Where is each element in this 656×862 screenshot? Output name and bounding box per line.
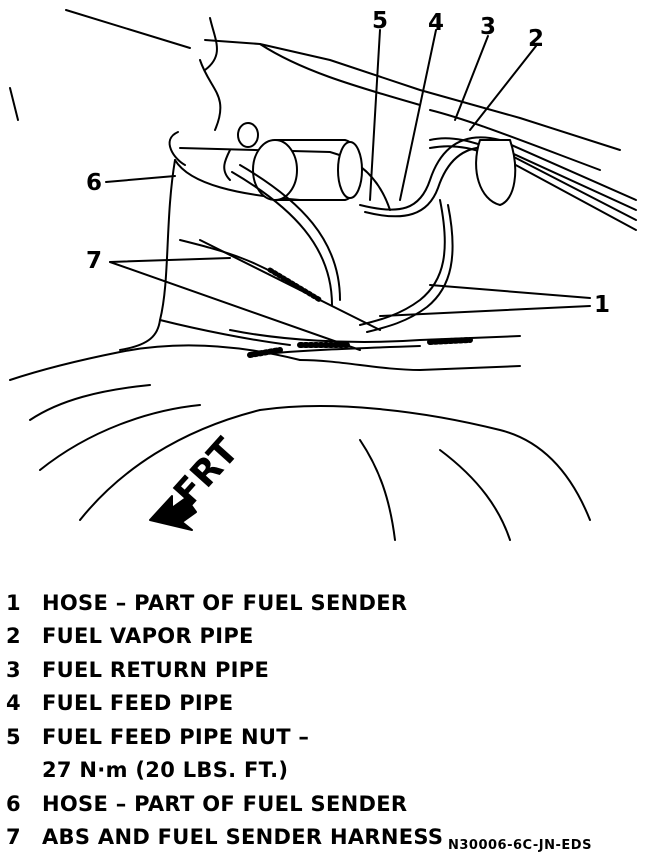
- legend-item: 5 FUEL FEED PIPE NUT –: [6, 720, 646, 754]
- callout-1: 1: [594, 292, 610, 318]
- legend-number: 6: [6, 791, 21, 816]
- legend-item: 1 HOSE – PART OF FUEL SENDER: [6, 586, 646, 620]
- legend-item: 7 ABS AND FUEL SENDER HARNESS: [6, 821, 646, 855]
- legend-item: 27 N·m (20 LBS. FT.): [6, 754, 646, 788]
- legend-text: FUEL FEED PIPE NUT –: [42, 724, 310, 749]
- callout-2: 2: [528, 26, 544, 52]
- legend-text: FUEL VAPOR PIPE: [42, 624, 254, 649]
- callout-7: 7: [86, 248, 102, 274]
- frame-outline: [9, 9, 621, 171]
- harness: [199, 239, 521, 358]
- legend-number: 3: [6, 657, 21, 682]
- direction-label: FRT: [166, 430, 247, 514]
- legend-text: FUEL FEED PIPE: [42, 691, 234, 716]
- callout-6: 6: [86, 170, 102, 196]
- legend-item: 3 FUEL RETURN PIPE: [6, 653, 646, 687]
- legend-number: 1: [6, 590, 21, 615]
- legend-item: 4 FUEL FEED PIPE: [6, 687, 646, 721]
- legend-number: 7: [6, 825, 21, 850]
- legend-text: 27 N·m (20 LBS. FT.): [42, 758, 289, 783]
- legend-item: 2 FUEL VAPOR PIPE: [6, 620, 646, 654]
- legend-text: ABS AND FUEL SENDER HARNESS: [42, 825, 444, 850]
- legend-text: FUEL RETURN PIPE: [42, 657, 270, 682]
- callout-4: 4: [428, 10, 444, 36]
- figure-code: N30006-6C-JN-EDS: [448, 838, 592, 853]
- leader-lines: [105, 29, 591, 351]
- callout-5: 5: [372, 8, 388, 34]
- fuel-filter: [223, 122, 363, 201]
- fuel-tank: [9, 147, 591, 541]
- legend-text: HOSE – PART OF FUEL SENDER: [42, 791, 408, 816]
- callout-3: 3: [480, 14, 496, 40]
- legend-item: 6 HOSE – PART OF FUEL SENDER: [6, 787, 646, 821]
- legend-number: 5: [6, 724, 21, 749]
- legend-text: HOSE – PART OF FUEL SENDER: [42, 590, 408, 615]
- legend-number: 2: [6, 624, 21, 649]
- legend-number: 4: [6, 691, 21, 716]
- pipe-grommet: [475, 139, 517, 206]
- fuel-system-diagram: 5 4 3 2 6 7 1 FRT: [9, 8, 637, 541]
- front-direction-arrow: [149, 495, 197, 531]
